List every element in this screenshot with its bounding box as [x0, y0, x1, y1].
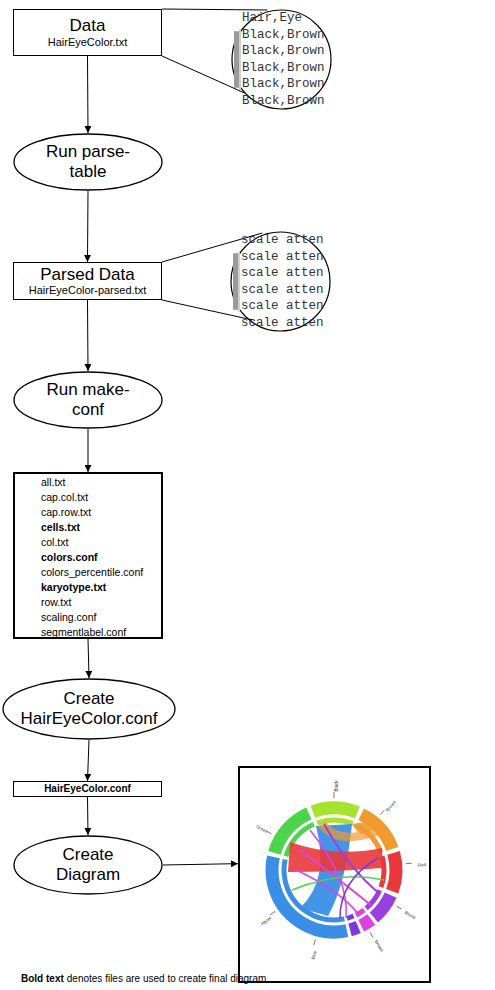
file-name: colors_percentile.conf	[41, 565, 161, 580]
config-file-box: HairEyeColor.conf	[13, 781, 162, 797]
ellipse-text-holder: Run make-conf	[13, 371, 163, 429]
process-label: Run make-conf	[36, 380, 141, 419]
zoom-line	[162, 300, 252, 320]
file-name: segmentlabel.conf	[41, 625, 161, 640]
data-line: scale atten	[241, 233, 324, 248]
parsed-file-box: Parsed DataHairEyeColor-parsed.txt	[13, 262, 162, 300]
data-line: scale atten	[241, 283, 324, 298]
footnote-bold: Bold text	[21, 973, 64, 984]
flow-arrow	[87, 300, 89, 371]
footnote-text: denotes files are used to create final d…	[67, 973, 267, 984]
flow-arrow	[87, 56, 89, 133]
data-file-box: DataHairEyeColor.txt	[13, 9, 162, 56]
file-name: cap.col.txt	[41, 490, 161, 505]
box-title: Parsed Data	[40, 265, 135, 285]
data-line: Black,Brown	[242, 44, 325, 59]
flow-arrow	[88, 429, 89, 472]
file-name: row.txt	[41, 595, 161, 610]
ellipse-text-holder: Create HairEyeColor.conf	[2, 678, 176, 740]
segment-label: Hazel	[259, 916, 271, 927]
data-line: scale atten	[241, 316, 324, 331]
file-name: all.txt	[41, 475, 161, 490]
segment-label: Blond	[404, 910, 416, 920]
file-name: HairEyeColor.txt	[48, 36, 127, 49]
data-line: scale atten	[241, 299, 324, 314]
segment-label: Brown	[385, 800, 397, 813]
zoom-line	[162, 233, 262, 262]
segment-label: Green	[255, 824, 268, 835]
file-name: karyotype.txt	[41, 580, 161, 595]
file-name: HairEyeColor-parsed.txt	[29, 284, 146, 297]
segment-label: Brown	[374, 940, 385, 954]
box-title: HairEyeColor.conf	[44, 783, 131, 795]
data-line: Hair,Eye	[242, 11, 302, 26]
file-name: cells.txt	[41, 520, 161, 535]
flow-arrow	[87, 797, 89, 835]
data-line: Black,Brown	[242, 28, 325, 43]
data-line: scale atten	[241, 266, 324, 281]
flow-arrow	[88, 639, 89, 678]
file-name: colors.conf	[41, 550, 161, 565]
data-line: scale atten	[241, 250, 324, 265]
process-label: Run parse-table	[33, 142, 143, 181]
file-name: cap.row.txt	[41, 505, 161, 520]
file-name: scaling.conf	[41, 610, 161, 625]
flow-arrow	[88, 740, 90, 781]
ellipse-text-holder: Run parse-table	[13, 133, 163, 191]
process-ellipse: Create Diagram	[13, 835, 163, 895]
segment-label: Red	[417, 862, 426, 868]
segment-label: Black	[334, 780, 339, 791]
zoom-line	[162, 56, 244, 93]
file-name: col.txt	[41, 535, 161, 550]
process-label: Create Diagram	[48, 845, 128, 884]
diagram-image-frame: BlackBrownRedBlondBrownBlueHazelGreen	[238, 766, 431, 983]
zoom-lens: Hair,EyeBlack,BrownBlack,BrownBlack,Brow…	[231, 9, 332, 110]
process-ellipse: Run parse-table	[13, 133, 163, 191]
zoom-lens: scale attenscale attenscale attenscale a…	[230, 231, 331, 332]
process-ellipse: Create HairEyeColor.conf	[2, 678, 176, 740]
data-line: Black,Brown	[242, 61, 325, 76]
box-title: Data	[70, 16, 106, 36]
footnote: Bold textdenotes files are used to creat…	[21, 973, 266, 984]
process-label: Create HairEyeColor.conf	[5, 689, 173, 728]
data-line: Black,Brown	[242, 94, 325, 109]
process-ellipse: Run make-conf	[13, 371, 163, 429]
segment-label: Blue	[310, 950, 317, 960]
file-list-box: all.txtcap.col.txtcap.row.txtcells.txtco…	[13, 472, 163, 639]
data-line: Black,Brown	[242, 77, 325, 92]
zoom-line	[162, 9, 267, 10]
flow-arrow	[163, 864, 238, 865]
ellipse-text-holder: Create Diagram	[13, 835, 163, 895]
flow-arrow	[87, 191, 89, 262]
